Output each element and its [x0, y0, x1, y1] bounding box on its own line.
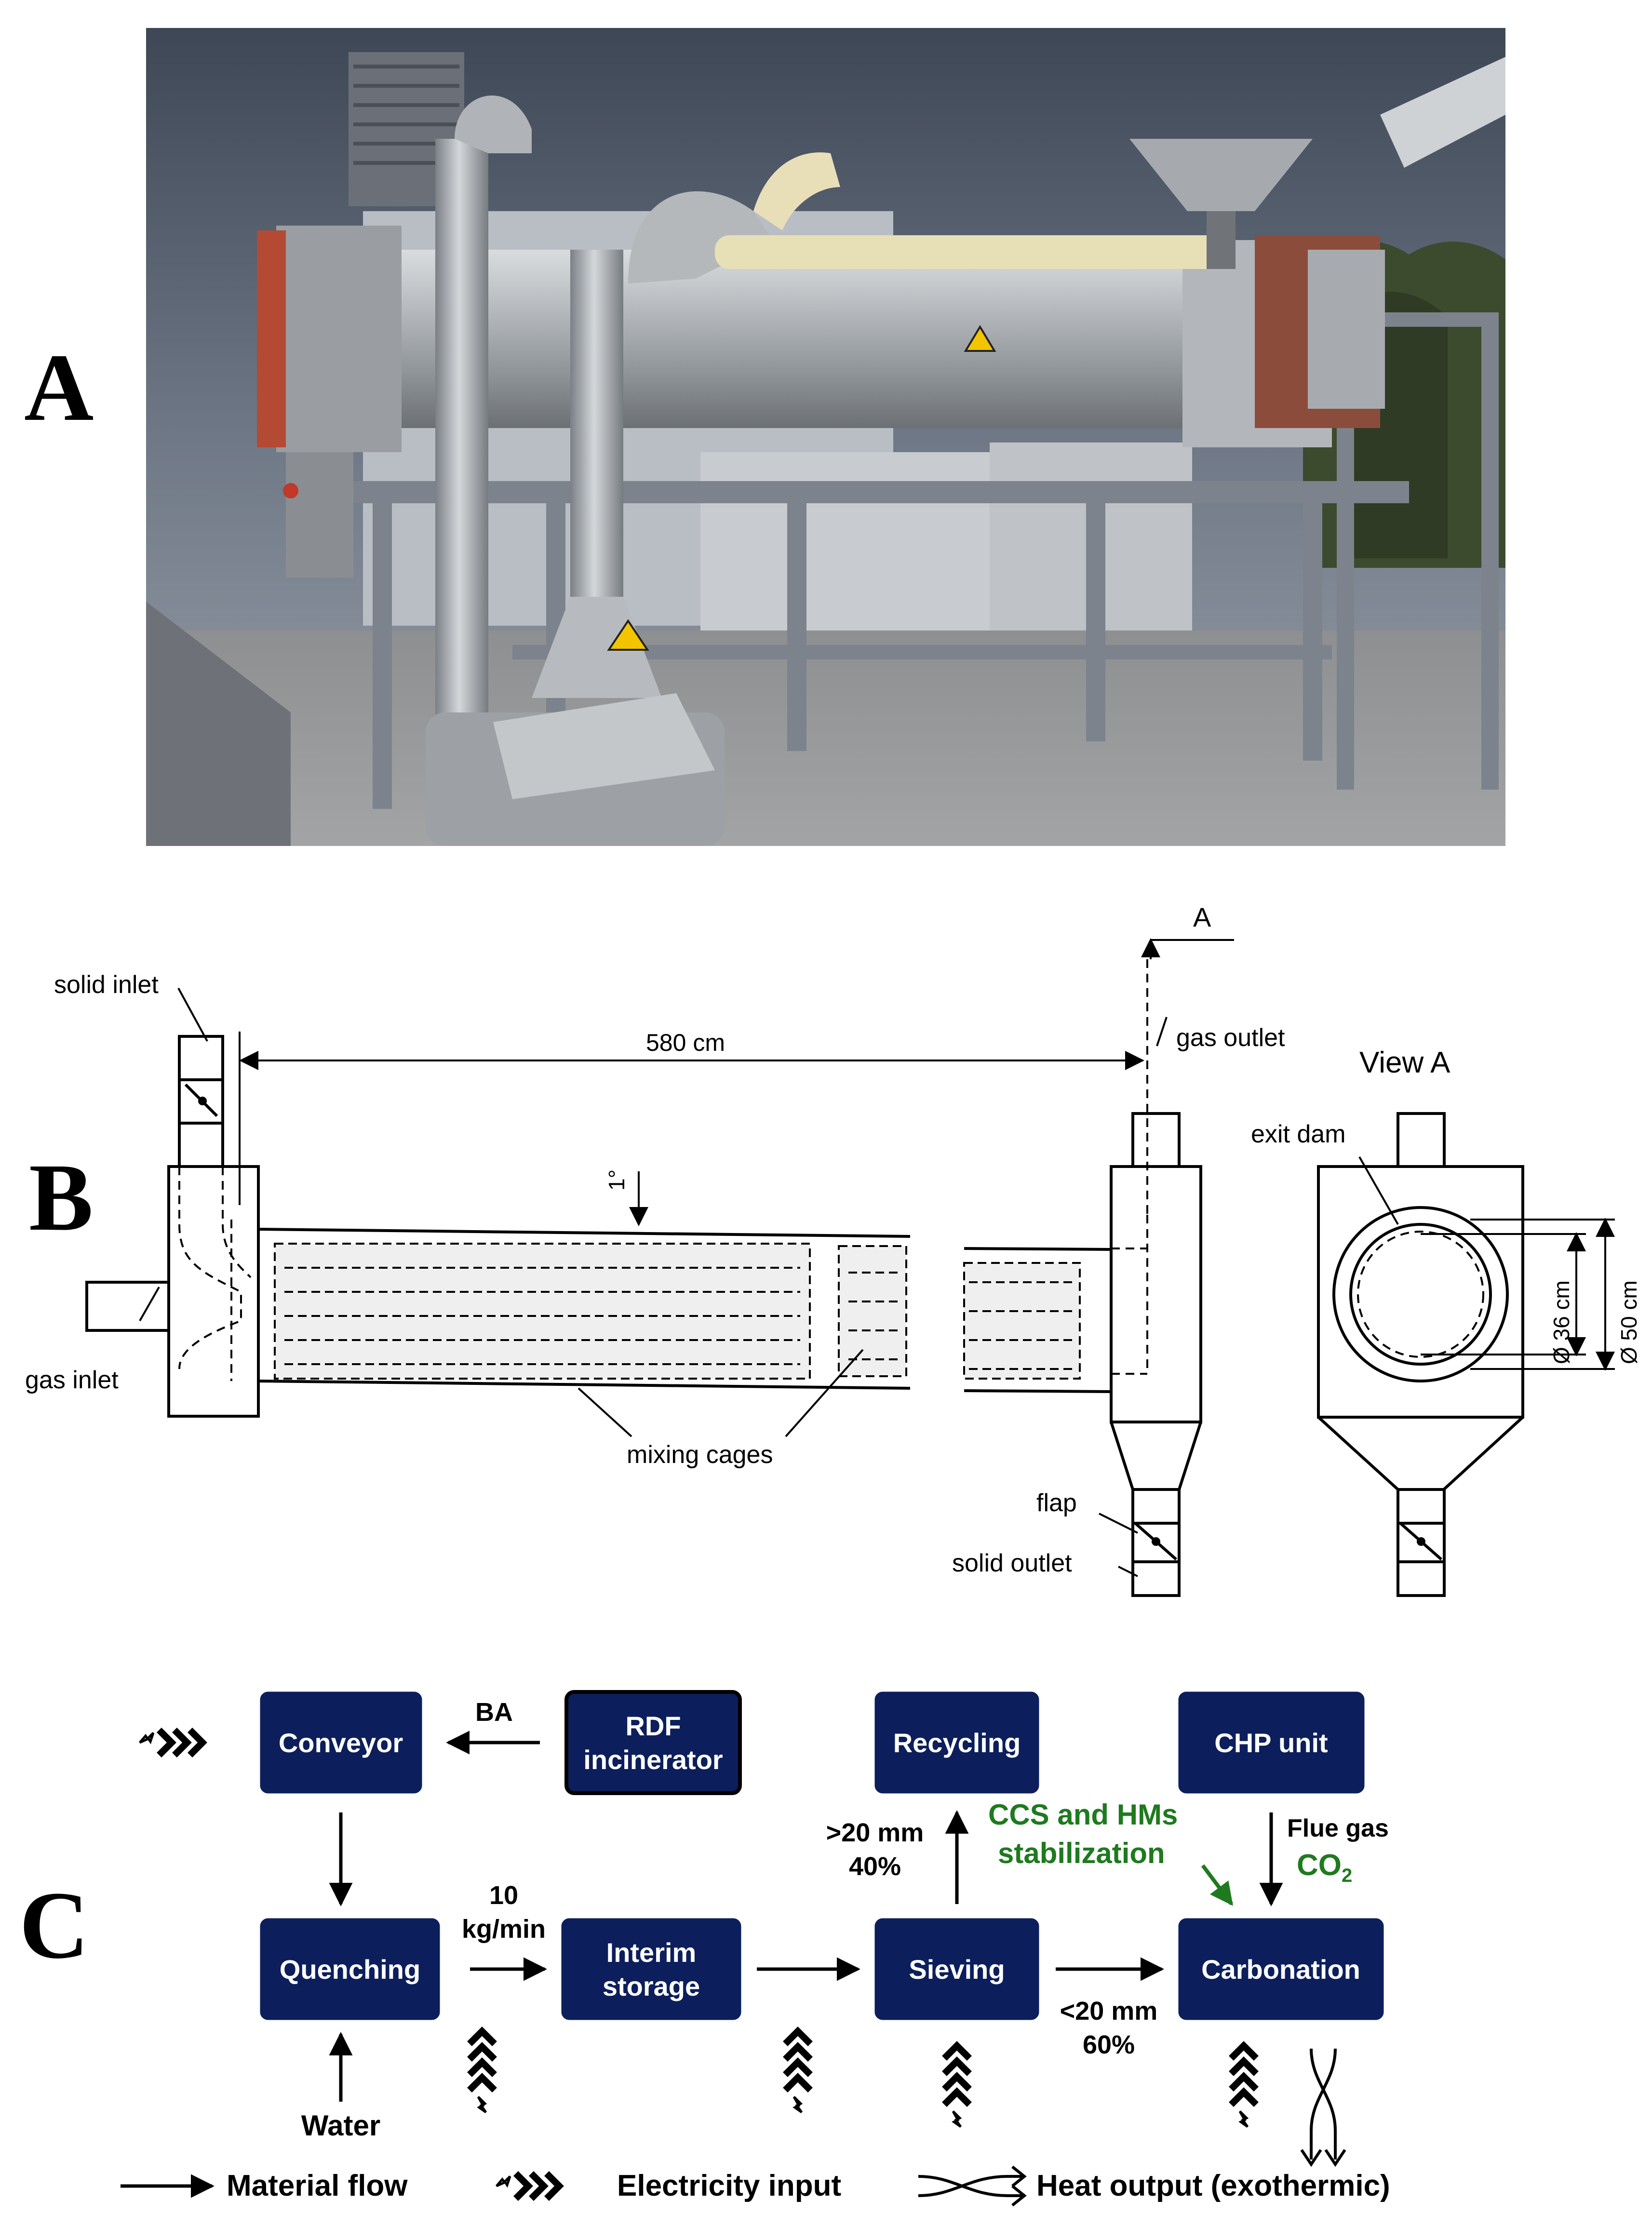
- chp-unit-box: [1178, 1691, 1365, 1794]
- heat-output-symbol: [1300, 2048, 1346, 2167]
- interim-storage-box: [561, 1918, 741, 2020]
- solid-outlet-feeder: [1131, 1488, 1181, 1597]
- recycling-box: [874, 1691, 1039, 1794]
- section-marker-label: A: [1193, 902, 1211, 932]
- exit-dam-label: exit dam: [1251, 1120, 1346, 1148]
- gas-inlet-label: gas inlet: [25, 1366, 119, 1394]
- flue-gas-label: Flue gas: [1287, 1814, 1389, 1842]
- solid-inlet-label: solid inlet: [54, 971, 159, 999]
- conveyor-label: Conveyor: [279, 1728, 403, 1758]
- rate-line1: 10: [489, 1881, 518, 1910]
- view-a-solid-outlet: [1397, 1488, 1446, 1597]
- solid-outlet-label: solid outlet: [952, 1549, 1072, 1577]
- quenching-box: [260, 1918, 440, 2020]
- fine-percent-label: 60%: [1083, 2030, 1135, 2059]
- panel-c-label: C: [19, 1872, 89, 1979]
- gas-outlet-label: gas outlet: [1176, 1024, 1285, 1052]
- outlet-housing: [1110, 1165, 1202, 1423]
- carbonation-box: [1178, 1918, 1384, 2020]
- legend-electricity: Electricity input: [617, 2169, 841, 2202]
- ba-label: BA: [475, 1698, 513, 1727]
- ccs-line2: stabilization: [998, 1837, 1165, 1869]
- flap-label: flap: [1036, 1489, 1077, 1517]
- exit-dam-inner: [1349, 1223, 1492, 1366]
- gas-outlet-pipe: [1131, 1112, 1181, 1168]
- mixing-cages-label: mixing cages: [627, 1441, 773, 1469]
- interim-label-line1: Interim: [606, 1937, 697, 1968]
- inner-diameter-label: Ø 36 cm: [1549, 1280, 1574, 1364]
- legend-heat-output: Heat output (exothermic): [1036, 2169, 1390, 2202]
- co2-label: CO2: [1297, 1849, 1352, 1886]
- rdf-incinerator-box: [564, 1690, 742, 1795]
- sieving-label: Sieving: [909, 1954, 1005, 1985]
- reactor-photo: [146, 28, 1505, 846]
- length-dimension: 580 cm: [646, 1029, 725, 1056]
- rate-line2: kg/min: [462, 1915, 546, 1944]
- outer-diameter-label: Ø 50 cm: [1616, 1280, 1641, 1364]
- legend-material-flow: Material flow: [227, 2169, 408, 2202]
- sieving-box: [874, 1918, 1039, 2020]
- gas-inlet-pipe: [85, 1281, 170, 1332]
- angle-label: 1°: [604, 1169, 629, 1191]
- exit-dam-outer: [1332, 1206, 1509, 1382]
- drum-schematic: solid inlet gas inlet 580 cm 1° mixing c…: [25, 902, 1641, 1597]
- view-a-title: View A: [1359, 1046, 1451, 1079]
- interim-label-line2: storage: [603, 1971, 700, 2001]
- panel-a-label: A: [24, 335, 94, 441]
- coarse-size-label: >20 mm: [826, 1818, 924, 1847]
- quenching-label: Quenching: [280, 1954, 420, 1985]
- view-a-gas-outlet: [1397, 1112, 1446, 1168]
- recycling-label: Recycling: [893, 1728, 1021, 1758]
- rdf-label-line2: incinerator: [583, 1744, 723, 1775]
- conveyor-box: [260, 1691, 422, 1794]
- coarse-percent-label: 40%: [849, 1852, 901, 1881]
- mixing-cages: [274, 1243, 1081, 1380]
- rdf-label-line1: RDF: [625, 1711, 681, 1741]
- panel-b-label: B: [29, 1144, 94, 1251]
- inlet-housing: [167, 1165, 260, 1418]
- carbonation-label: Carbonation: [1201, 1954, 1360, 1985]
- process-flow-diagram: Conveyor RDF incinerator Recycling CHP u…: [121, 1690, 1390, 2207]
- fine-size-label: <20 mm: [1060, 1997, 1158, 2026]
- arrow-ccs: [1201, 1864, 1234, 1906]
- ccs-line1: CCS and HMs: [988, 1798, 1178, 1831]
- chp-label: CHP unit: [1214, 1728, 1328, 1758]
- water-label: Water: [301, 2109, 380, 2142]
